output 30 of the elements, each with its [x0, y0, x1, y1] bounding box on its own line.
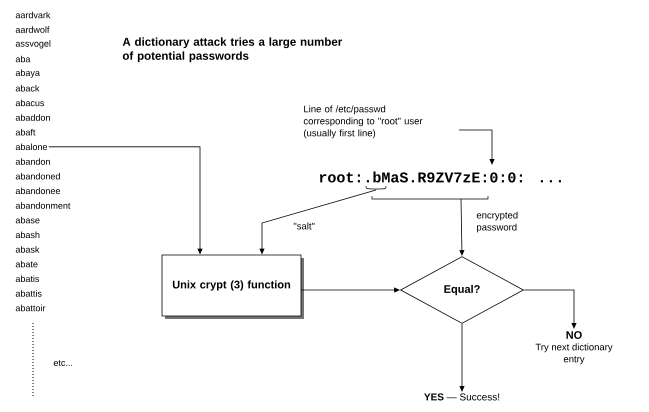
word: abandonment: [16, 202, 70, 209]
word: abattoir: [16, 304, 46, 312]
word: etc...: [54, 360, 72, 366]
word: abalone: [16, 144, 48, 150]
edge-label: encrypted password: [476, 212, 518, 232]
word: abaddon: [16, 114, 50, 121]
word: abaft: [16, 128, 36, 136]
word: aba: [16, 56, 30, 62]
edge-label: "salt": [294, 222, 315, 230]
title: A dictionary attack tries a large number of potential passwords: [122, 37, 342, 62]
word: abacus: [16, 100, 44, 106]
outcome-text: YES — Success!: [424, 393, 500, 400]
word: abase: [16, 216, 40, 224]
note: Line of /etc/passwd corresponding to "root" user (usually first line): [304, 105, 422, 138]
word: aback: [16, 84, 40, 92]
word: abash: [16, 231, 40, 238]
password-entry: root:.bMaS.R9ZV7zE:0:0: ...: [320, 171, 561, 182]
word: abandonee: [16, 187, 60, 194]
word: abaya: [16, 69, 40, 78]
word: aardvark: [16, 12, 50, 18]
word: assvogel: [16, 40, 50, 48]
word: abandon: [16, 158, 50, 165]
word: abandoned: [16, 172, 60, 180]
function-box: Unix crypt (3) function: [162, 254, 304, 319]
word: abask: [16, 246, 40, 253]
outcome-text: NO Try next dictionary entry: [536, 331, 613, 364]
word: abate: [16, 260, 38, 268]
word: aardwolf: [16, 26, 50, 33]
word: abattis: [16, 290, 42, 297]
word: abatis: [16, 275, 40, 282]
